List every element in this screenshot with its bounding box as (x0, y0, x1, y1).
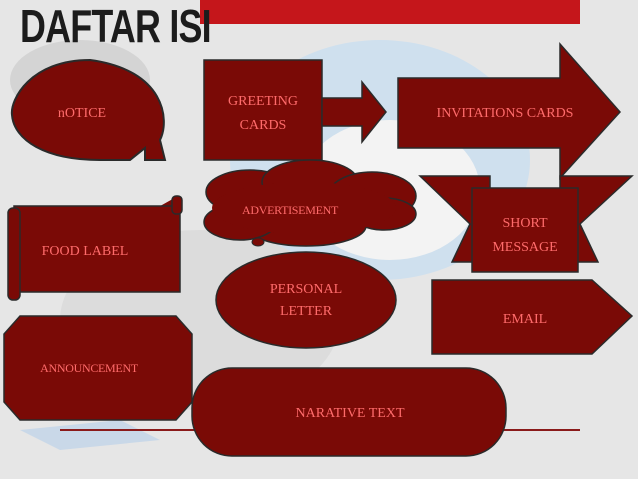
accent-bar (200, 0, 580, 24)
greeting-label-1: GREETING (228, 94, 298, 109)
food-label-text: FOOD LABEL (41, 244, 129, 259)
notice-label: nOTICE (57, 106, 107, 121)
narrative-label: NARATIVE TEXT (295, 406, 405, 421)
personal-label-1: PERSONAL (269, 282, 343, 297)
personal-label-2: LETTER (279, 304, 333, 319)
short-label-2: MESSAGE (492, 240, 558, 255)
email-label: EMAIL (502, 312, 548, 327)
greeting-label-2: CARDS (239, 118, 287, 133)
advertisement-label: ADVERTISEMENT (241, 203, 339, 217)
invitations-label: INVITATIONS CARDS (436, 106, 574, 121)
announcement-label: ANNOUNCEMENT (40, 361, 138, 375)
short-label-1: SHORT (502, 216, 548, 231)
page-title: DAFTAR ISI (20, 0, 212, 52)
